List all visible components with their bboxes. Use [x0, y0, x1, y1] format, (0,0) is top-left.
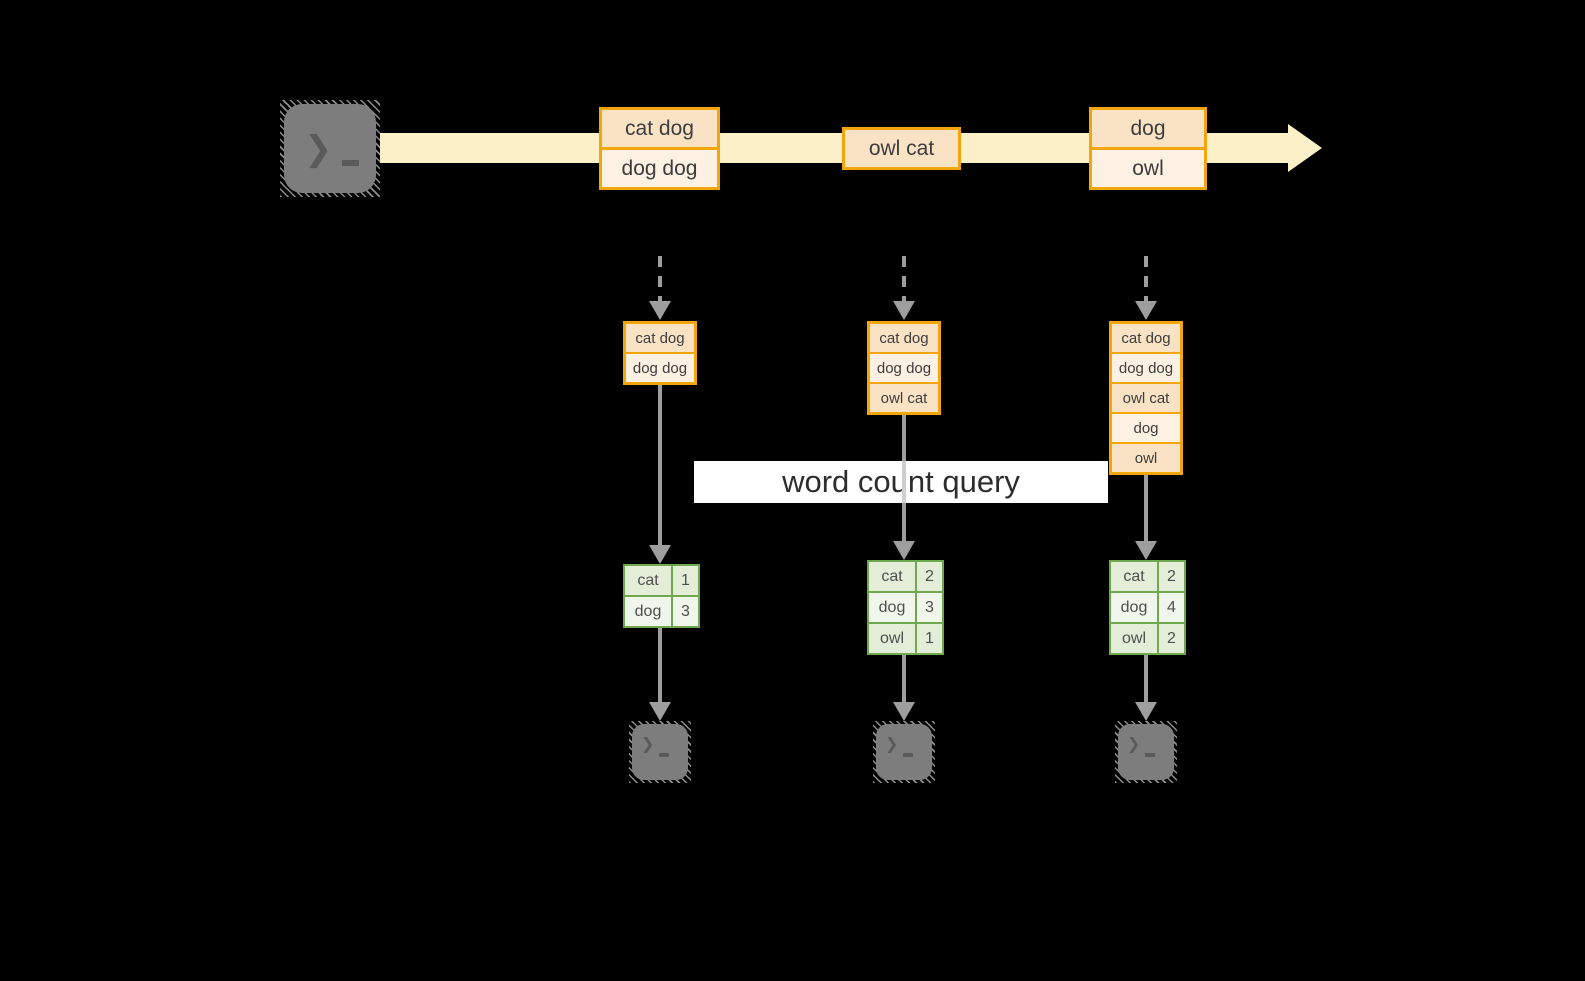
- terminal-body: ❯: [1118, 724, 1174, 780]
- arrowhead-icon: [1135, 541, 1157, 560]
- word-cell: cat: [1111, 562, 1157, 591]
- dashed-connector-3: [1144, 256, 1148, 302]
- arrowhead-icon: [649, 545, 671, 564]
- count-table-3: cat 2 dog 4 owl 2: [1109, 560, 1186, 655]
- word-cell: dog: [869, 593, 915, 622]
- count-cell: 2: [917, 562, 942, 591]
- connector-line: [1144, 475, 1148, 541]
- terminal-prompt-icon: ❯: [1127, 734, 1141, 753]
- word-cell: owl: [1111, 624, 1157, 653]
- connector-line: [902, 655, 906, 702]
- word-cell: owl: [869, 624, 915, 653]
- state-row: owl: [1112, 442, 1180, 472]
- arrowhead-icon: [893, 301, 915, 320]
- state-row: cat dog: [1112, 324, 1180, 352]
- table-row: cat 2: [1111, 562, 1184, 591]
- dashed-connector-2: [902, 256, 906, 302]
- stream-arrowhead-icon: [1288, 124, 1322, 172]
- arrowhead-icon: [893, 541, 915, 560]
- arrowhead-icon: [1135, 702, 1157, 721]
- count-cell: 2: [1159, 624, 1184, 653]
- terminal-cursor-icon: [342, 160, 359, 166]
- state-box-3: cat dog dog dog owl cat dog owl: [1109, 321, 1183, 475]
- terminal-cursor-icon: [903, 753, 913, 757]
- arrowhead-icon: [649, 702, 671, 721]
- table-row: dog 4: [1111, 593, 1184, 622]
- terminal-prompt-icon: ❯: [304, 129, 333, 169]
- count-table-2: cat 2 dog 3 owl 1: [867, 560, 944, 655]
- table-row: owl 2: [1111, 624, 1184, 653]
- sink-terminal-icon-2: ❯: [873, 721, 935, 783]
- terminal-body: ❯: [876, 724, 932, 780]
- arrowhead-icon: [649, 301, 671, 320]
- state-row: dog: [1112, 412, 1180, 442]
- batch-row: owl: [1092, 147, 1204, 187]
- state-row: owl cat: [870, 382, 938, 412]
- table-row: cat 2: [869, 562, 942, 591]
- batch-row: dog dog: [602, 147, 717, 187]
- batch-box-1: cat dog dog dog: [599, 107, 720, 190]
- batch-box-3: dog owl: [1089, 107, 1207, 190]
- word-cell: dog: [1111, 593, 1157, 622]
- batch-row: owl cat: [845, 130, 958, 167]
- terminal-cursor-icon: [1145, 753, 1155, 757]
- state-row: dog dog: [1112, 352, 1180, 382]
- state-row: owl cat: [1112, 382, 1180, 412]
- connector-line: [658, 385, 662, 545]
- count-table-1: cat 1 dog 3: [623, 564, 700, 628]
- count-cell: 3: [917, 593, 942, 622]
- batch-row: cat dog: [602, 110, 717, 147]
- state-box-1: cat dog dog dog: [623, 321, 697, 385]
- batch-box-2: owl cat: [842, 127, 961, 170]
- table-row: owl 1: [869, 624, 942, 653]
- table-row: dog 3: [869, 593, 942, 622]
- count-cell: 4: [1159, 593, 1184, 622]
- word-cell: cat: [869, 562, 915, 591]
- count-cell: 1: [673, 566, 698, 595]
- connector-through-band: [902, 461, 906, 503]
- arrowhead-icon: [893, 702, 915, 721]
- count-cell: 1: [917, 624, 942, 653]
- state-row: dog dog: [626, 352, 694, 382]
- batch-row: dog: [1092, 110, 1204, 147]
- connector-line: [1144, 655, 1148, 702]
- table-row: dog 3: [625, 597, 698, 626]
- terminal-prompt-icon: ❯: [641, 734, 655, 753]
- connector-line: [658, 628, 662, 702]
- source-terminal-icon: ❯: [280, 100, 380, 197]
- table-row: cat 1: [625, 566, 698, 595]
- sink-terminal-icon-3: ❯: [1115, 721, 1177, 783]
- sink-terminal-icon-1: ❯: [629, 721, 691, 783]
- query-label: word count query: [694, 461, 1108, 503]
- state-row: cat dog: [870, 324, 938, 352]
- terminal-prompt-icon: ❯: [885, 734, 899, 753]
- state-row: dog dog: [870, 352, 938, 382]
- state-box-2: cat dog dog dog owl cat: [867, 321, 941, 415]
- count-cell: 2: [1159, 562, 1184, 591]
- arrowhead-icon: [1135, 301, 1157, 320]
- word-cell: dog: [625, 597, 671, 626]
- dashed-connector-1: [658, 256, 662, 302]
- state-row: cat dog: [626, 324, 694, 352]
- count-cell: 3: [673, 597, 698, 626]
- word-cell: cat: [625, 566, 671, 595]
- terminal-body: ❯: [284, 104, 376, 193]
- terminal-cursor-icon: [659, 753, 669, 757]
- terminal-body: ❯: [632, 724, 688, 780]
